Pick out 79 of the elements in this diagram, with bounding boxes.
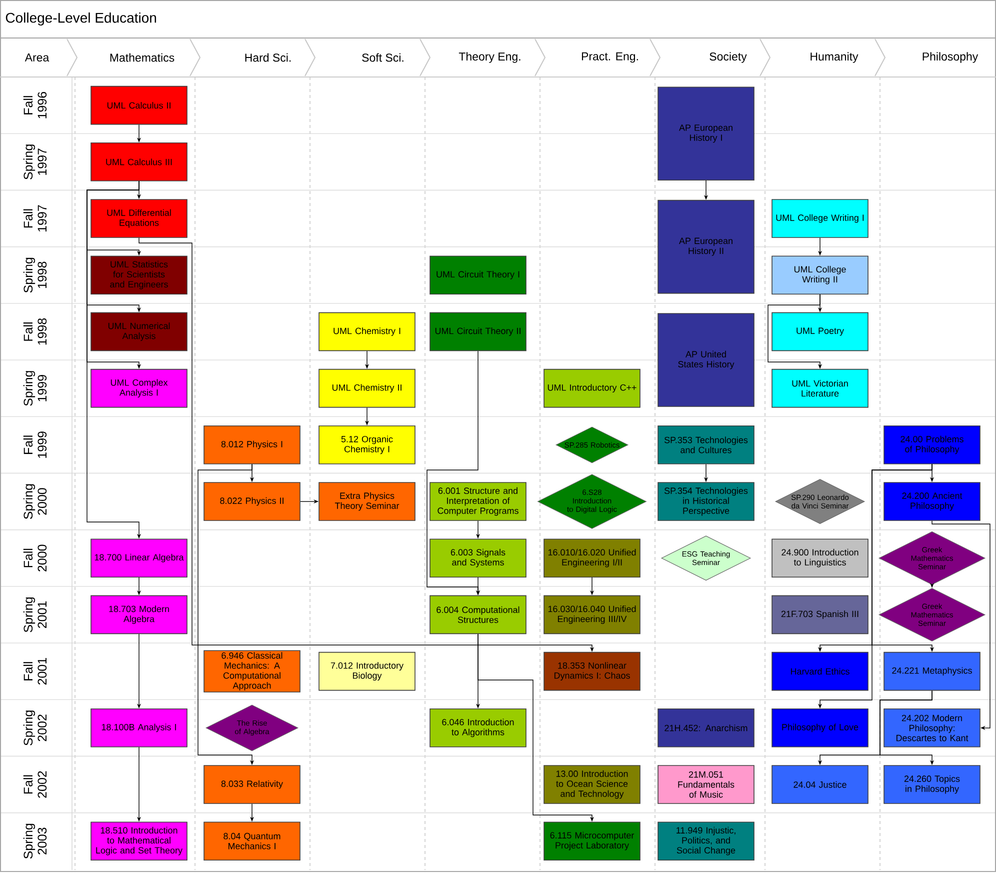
title: College-Level Education: [6, 12, 156, 26]
course-box: 16.030/16.040 Unified Engineering III/IV: [544, 595, 640, 634]
course-box: UML Victorian Literature: [772, 368, 868, 408]
course-box: 18.510 Introduction to Mathematical Logic and Set Theory: [90, 822, 188, 860]
course-box: UML Calculus III: [90, 142, 188, 182]
arrow: [932, 520, 990, 730]
course-box: 18.700 Linear Algebra: [90, 538, 188, 578]
course-box: UML Numerical Analysis: [90, 312, 188, 352]
row-header: Spring 2000: [23, 484, 47, 519]
course-box: AP European History II: [658, 200, 754, 294]
course-box: UML Circuit Theory II: [430, 312, 526, 352]
course-box: 21M.051 Fundamentals of Music: [658, 765, 754, 804]
course-box: 6.046 Introduction to Algorithms: [430, 708, 526, 748]
column-header: Humanity: [810, 52, 858, 63]
row-header: Fall 1996: [23, 92, 47, 118]
row-header: Spring 2001: [23, 597, 47, 632]
course-box: 6.004 Computational Structures: [430, 595, 526, 634]
course-box: 5.12 Organic Chemistry I: [318, 426, 416, 464]
course-box: UML College Writing I: [772, 199, 868, 238]
column-header: Hard Sci.: [245, 53, 291, 62]
course-box: UML Calculus II: [90, 86, 188, 125]
course-box: AP United States History: [658, 313, 754, 407]
course-box: 24.00 Problems of Philosophy: [884, 426, 980, 464]
course-box: 6.003 Signals and Systems: [430, 538, 526, 578]
course-box: 21H.452: Anarchism: [658, 708, 754, 748]
course-box: UML Chemistry I: [318, 312, 416, 352]
row-header: Fall 1998: [23, 318, 47, 345]
course-box: 18.703 Modern Algebra: [90, 595, 188, 634]
course-box: 6.001 Structure and Interpretation of Computer Programs: [430, 482, 526, 521]
course-box: 21F.703 Spanish III: [772, 595, 868, 634]
course-box: Extra Physics Theory Seminar: [318, 482, 416, 521]
course-box: UML Complex Analysis I: [90, 368, 188, 408]
row-header: Spring 2003: [23, 824, 47, 859]
course-box: SP.353 Technologies and Cultures: [658, 426, 754, 464]
course-box: 24.202 Modern Philosophy: Descartes to Kant: [884, 708, 980, 748]
row-header: Spring 2002: [23, 710, 47, 746]
course-box: Harvard Ethics: [772, 652, 868, 691]
column-header: Pract. Eng.: [582, 52, 638, 63]
course-box: SP.354 Technologies in Historical Perspective: [658, 482, 754, 521]
row-header: Spring 1997: [23, 144, 47, 180]
course-box: 24.260 Topics in Philosophy: [884, 765, 980, 804]
course-box: 6.946 Classical Mechanics: A Computational Approach: [204, 650, 300, 692]
column-header: Area: [24, 54, 50, 62]
row-header: Fall 1999: [23, 432, 47, 458]
course-box: 8.012 Physics I: [204, 426, 300, 464]
course-box: 16.010/16.020 Unified Engineering I/II: [544, 538, 640, 578]
row-header: Fall 2001: [23, 658, 47, 685]
course-box: 8.022 Physics II: [204, 482, 300, 521]
course-box: UML Chemistry II: [318, 368, 416, 408]
course-box: UML Differential Equations: [90, 199, 188, 238]
course-box: UML Poetry: [772, 312, 868, 352]
course-box: 8.033 Relativity: [204, 765, 300, 804]
course-box: AP European History I: [658, 86, 754, 180]
course-box: 24.221 Metaphysics: [884, 652, 980, 691]
course-box: 6.115 Microcomputer Project Laboratory: [544, 822, 640, 860]
course-box: 24.200 Ancient Philosophy: [884, 482, 980, 521]
course-box: 8.04 Quantum Mechanics I: [204, 822, 300, 860]
course-box: 7.012 Introductory Biology: [318, 652, 416, 691]
course-box: 24.04 Justice: [772, 765, 868, 804]
course-box: UML College Writing II: [772, 256, 868, 294]
course-box: UML Introductory C++: [544, 368, 640, 408]
column-header: Theory Eng.: [458, 52, 520, 63]
row-header: Fall 1997: [23, 205, 47, 232]
row-header: Spring 1999: [23, 371, 47, 406]
column-header: Society: [710, 52, 747, 63]
course-box: UML Circuit Theory I: [430, 256, 526, 294]
course-box: UML Statistics for Scientists and Engineers: [90, 256, 188, 294]
course-box: 18.100B Analysis I: [90, 708, 188, 748]
column-header: Mathematics: [110, 53, 174, 62]
course-box: 13.00 Introduction to Ocean Science and Technology: [544, 765, 640, 804]
course-box: 18.353 Nonlinear Dynamics I: Chaos: [544, 652, 640, 691]
row-header: Fall 2002: [23, 771, 47, 798]
course-box: Philosophy of Love: [772, 708, 868, 748]
row-header: Spring 1998: [23, 258, 47, 293]
row-header: Fall 2000: [23, 544, 47, 572]
course-box: 24.900 Introduction to Linguistics: [772, 538, 868, 578]
column-header: Philosophy: [922, 52, 978, 63]
column-header: Soft Sci.: [362, 53, 404, 62]
course-box: 11.949 Injustic, Politics, and Social Change: [658, 822, 754, 860]
